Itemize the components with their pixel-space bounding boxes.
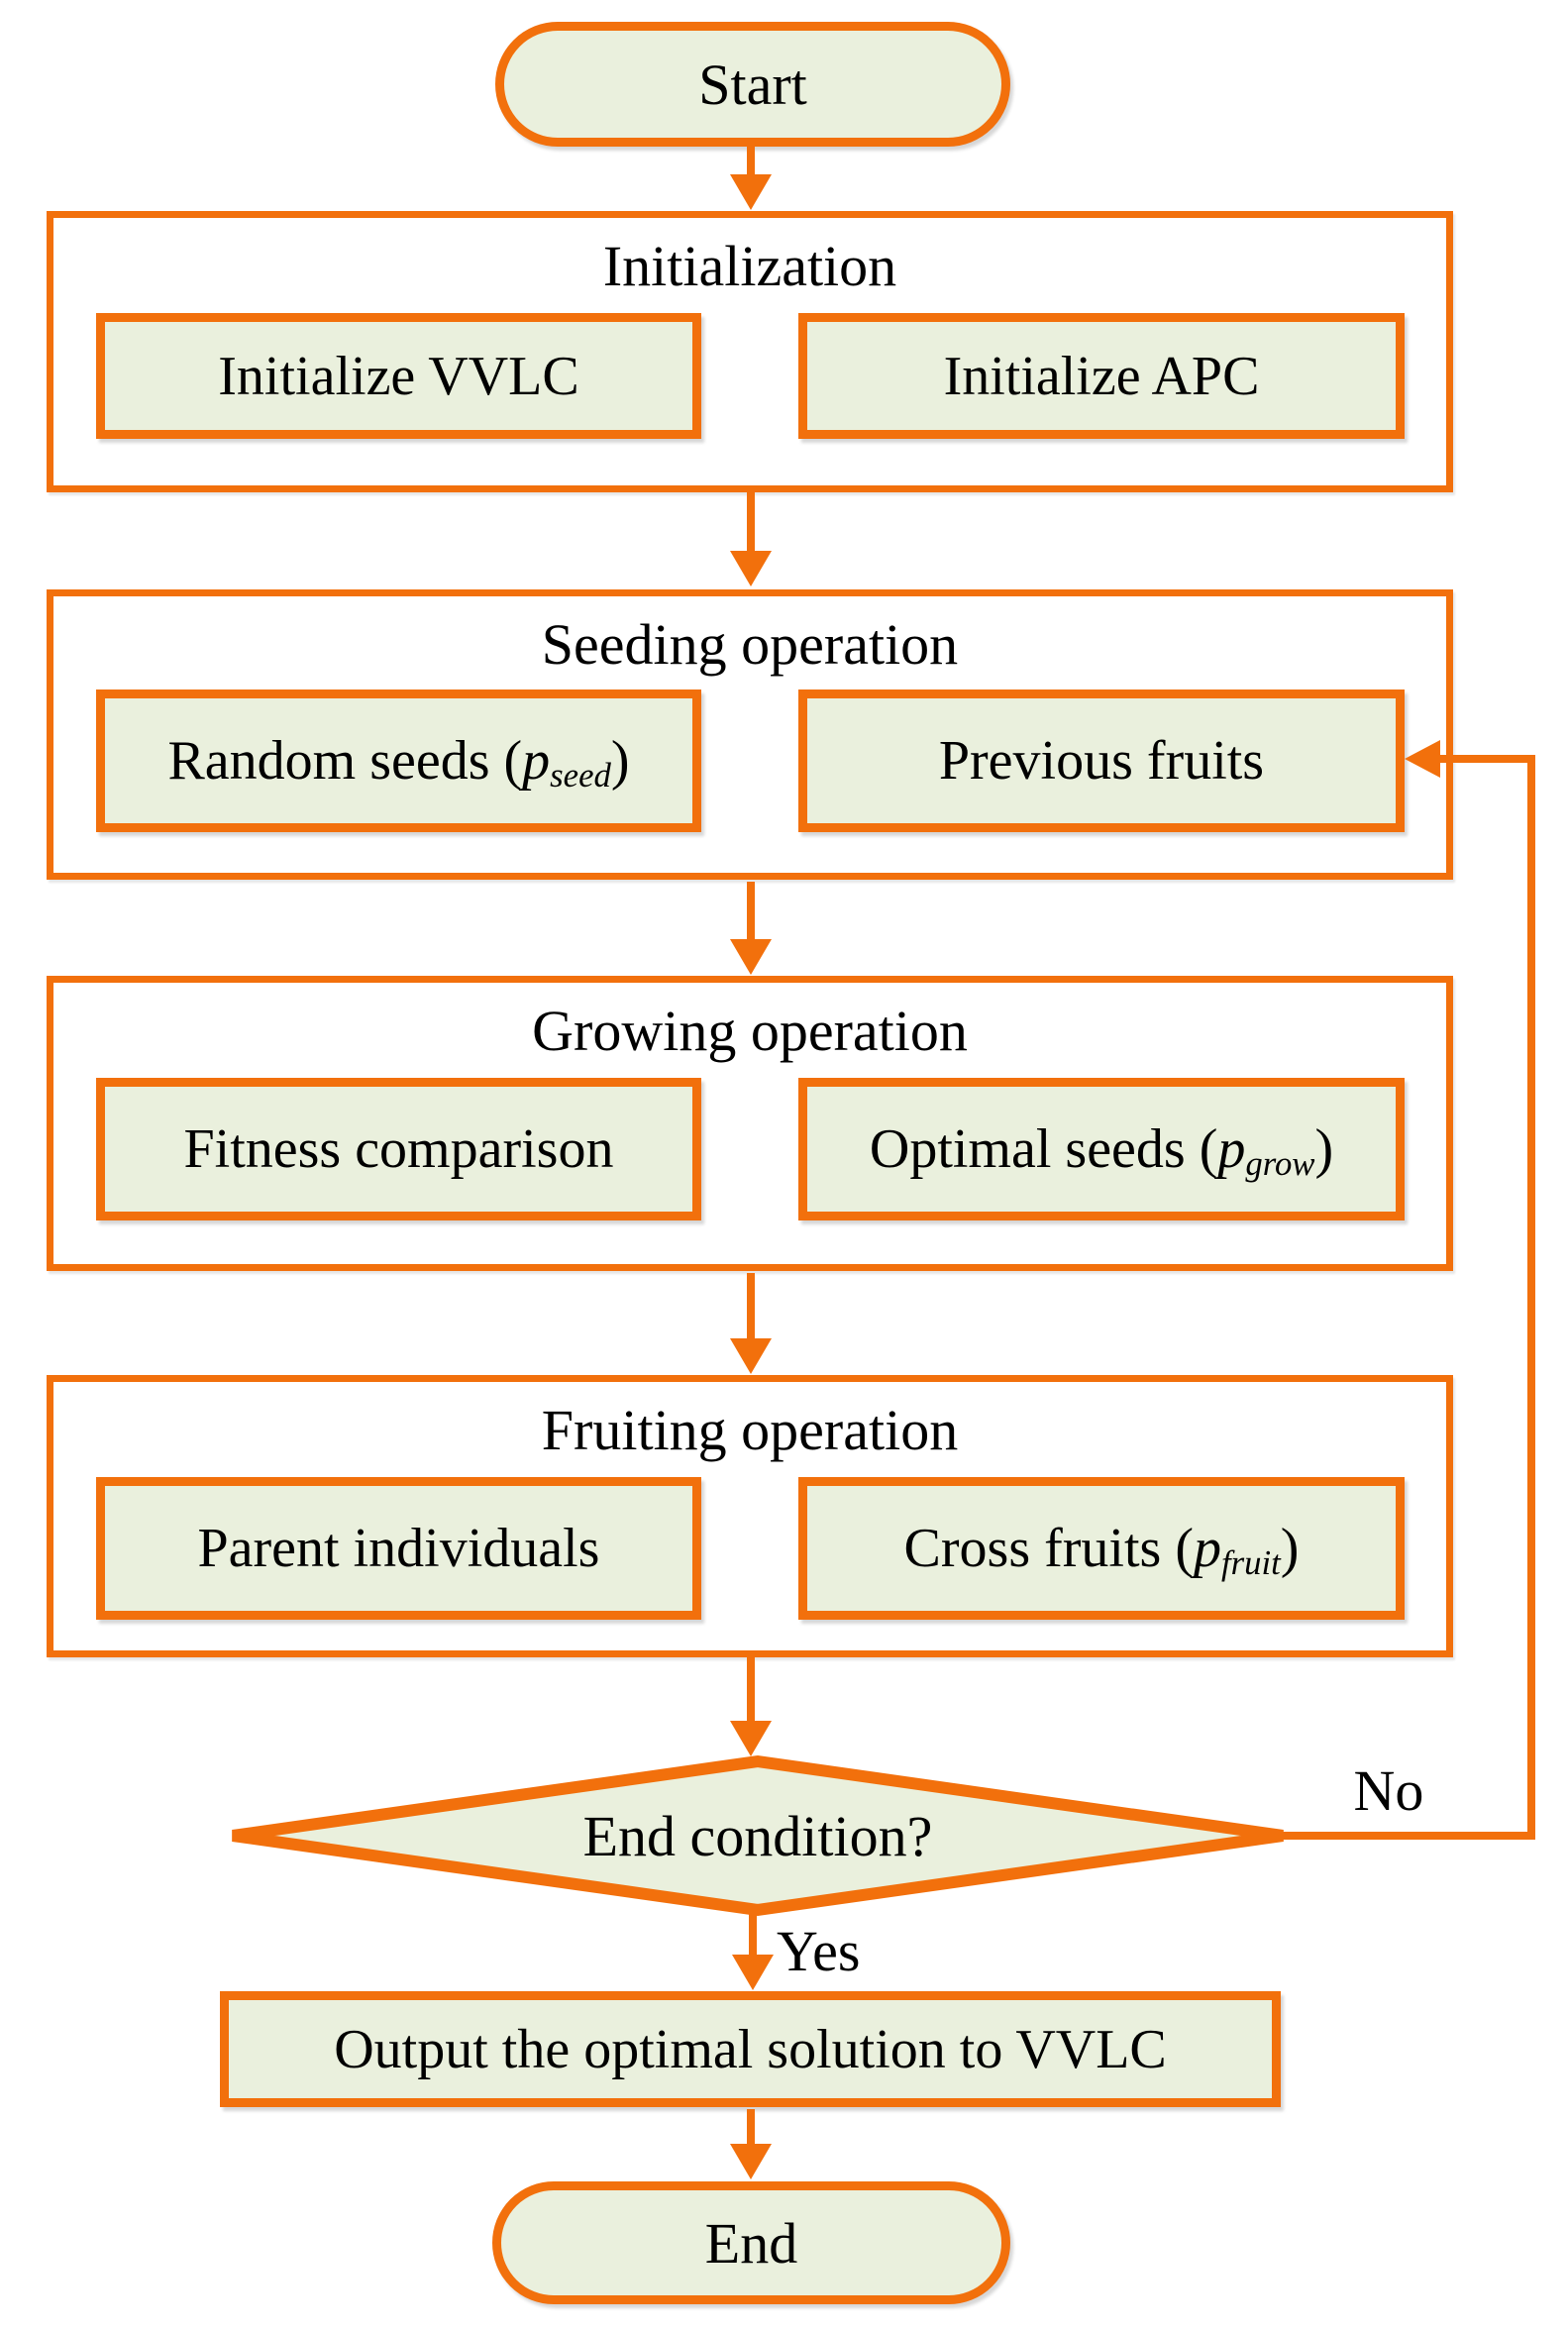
node-fitness-comparison: Fitness comparison	[96, 1078, 701, 1220]
arrow-initialization-to-seeding-line	[747, 492, 755, 551]
end-node: End	[492, 2181, 1010, 2304]
decision-node: End condition?	[218, 1751, 1298, 1920]
arrow-growing-to-fruiting-head	[730, 1338, 772, 1374]
section-growing: Growing operation Fitness comparison Opt…	[47, 976, 1453, 1271]
arrow-initialization-to-seeding-head	[730, 551, 772, 586]
no-edge-horizontal-bottom	[1278, 1832, 1535, 1840]
node-initialize-vvlc-label: Initialize VVLC	[218, 345, 579, 407]
node-initialize-apc: Initialize APC	[798, 313, 1405, 439]
arrow-growing-to-fruiting-line	[747, 1273, 755, 1338]
node-random-seeds: Random seeds (pseed)	[96, 689, 701, 832]
arrow-seeding-to-growing-head	[730, 939, 772, 975]
arrow-start-to-initialization-line	[747, 147, 755, 178]
no-edge-horizontal-top	[1438, 755, 1535, 763]
node-cross-fruits-label: Cross fruits (pfruit)	[903, 1518, 1300, 1582]
node-previous-fruits-label: Previous fruits	[938, 730, 1265, 792]
yes-edge-line	[749, 1912, 757, 1955]
section-initialization-title: Initialization	[602, 234, 897, 298]
end-label: End	[704, 2210, 798, 2276]
node-optimal-seeds-label: Optimal seeds (pgrow)	[869, 1118, 1334, 1183]
start-label: Start	[698, 52, 807, 117]
node-previous-fruits: Previous fruits	[798, 689, 1405, 832]
node-initialize-vvlc: Initialize VVLC	[96, 313, 701, 439]
section-fruiting: Fruiting operation Parent individuals Cr…	[47, 1375, 1453, 1657]
arrow-output-to-end-head	[730, 2144, 772, 2179]
no-edge-label: No	[1353, 1758, 1424, 1823]
node-cross-fruits: Cross fruits (pfruit)	[798, 1477, 1405, 1620]
yes-edge-label: Yes	[777, 1919, 861, 1983]
section-seeding-title: Seeding operation	[541, 612, 959, 677]
section-fruiting-title: Fruiting operation	[541, 1398, 959, 1462]
arrow-output-to-end-line	[747, 2109, 755, 2144]
node-initialize-apc-label: Initialize APC	[943, 345, 1260, 407]
no-edge-vertical	[1527, 755, 1535, 1840]
node-parent-individuals-label: Parent individuals	[197, 1518, 600, 1579]
node-fitness-comparison-label: Fitness comparison	[183, 1118, 614, 1180]
output-label: Output the optimal solution to VVLC	[334, 2018, 1167, 2080]
decision-label: End condition?	[582, 1803, 933, 1868]
section-initialization: Initialization Initialize VVLC Initializ…	[47, 211, 1453, 492]
yes-edge-arrowhead	[732, 1955, 774, 1990]
node-optimal-seeds: Optimal seeds (pgrow)	[798, 1078, 1405, 1220]
arrow-start-to-initialization-head	[730, 174, 772, 210]
arrow-fruiting-to-decision-line	[747, 1657, 755, 1721]
arrow-seeding-to-growing-line	[747, 882, 755, 939]
arrow-fruiting-to-decision-head	[730, 1721, 772, 1756]
node-random-seeds-label: Random seeds (pseed)	[167, 730, 630, 795]
no-edge-arrowhead	[1405, 740, 1440, 778]
section-seeding: Seeding operation Random seeds (pseed) P…	[47, 589, 1453, 880]
section-growing-title: Growing operation	[532, 999, 968, 1063]
output-node: Output the optimal solution to VVLC	[220, 1991, 1281, 2107]
start-node: Start	[495, 22, 1010, 147]
node-parent-individuals: Parent individuals	[96, 1477, 701, 1620]
